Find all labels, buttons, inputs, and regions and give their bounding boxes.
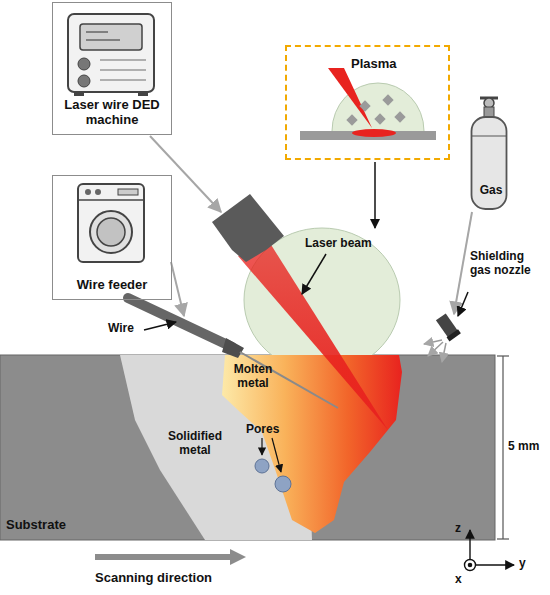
substrate [0, 355, 495, 540]
feeder-icon [95, 189, 101, 195]
plasma-inset [346, 114, 357, 125]
machine-icon [100, 69, 146, 71]
scan-arrow [95, 554, 232, 560]
molten-label: Molten metal [222, 363, 284, 391]
wire-label: Wire [108, 322, 134, 336]
machine-icon [86, 31, 108, 33]
substrate [222, 355, 402, 533]
laser-head [212, 194, 284, 262]
scan-arrow [230, 549, 246, 565]
wire [222, 338, 244, 358]
feeder-icon [118, 189, 138, 195]
plasma-inset [328, 68, 372, 128]
dimension-line [497, 356, 509, 539]
plasma-inset [394, 111, 405, 122]
node-label: Plasma [351, 57, 442, 72]
leader-lines [302, 254, 326, 294]
machine-box: Laser wire DED machine [52, 2, 172, 135]
feeder-box: Wire feeder [52, 175, 172, 300]
feeder-icon [85, 189, 91, 195]
cylinder-band [472, 135, 506, 136]
axes [465, 530, 515, 571]
plasma-inset [374, 113, 385, 124]
gas-nozzle [442, 343, 446, 362]
leader-lines [272, 438, 281, 472]
gas-nozzle [435, 313, 461, 342]
leader-lines [144, 136, 472, 472]
plasma-inset [382, 94, 393, 105]
leader-lines [374, 162, 376, 228]
substrate [275, 476, 291, 492]
machine-icon [138, 92, 148, 96]
laser-head [212, 194, 388, 430]
plasma-inset [346, 94, 405, 125]
feeder-icon [78, 184, 144, 262]
feeder-icon [78, 199, 144, 201]
substrate [255, 459, 269, 473]
dimension-text: 5 mm [508, 440, 539, 454]
leader-lines [261, 438, 262, 455]
axis-label: z [455, 522, 461, 536]
scan-arrow [95, 549, 246, 565]
wire [128, 298, 232, 347]
machine-icon [80, 24, 142, 50]
leader-lines [171, 262, 184, 316]
machine-icon [100, 79, 146, 81]
plasma-inset [300, 68, 436, 179]
nozzle-label: Shielding gas nozzle [470, 250, 546, 278]
leader-lines [150, 136, 221, 212]
substrate [0, 355, 495, 540]
machine-icon [68, 14, 154, 92]
solid-label: Solidified metal [158, 430, 232, 458]
dimension-line [497, 538, 509, 539]
node-label: Wire feeder [59, 278, 165, 293]
axes [476, 564, 514, 565]
gas-nozzle [424, 313, 461, 362]
gas-nozzle [447, 329, 461, 341]
dimension-line [497, 355, 509, 356]
leader-lines [454, 212, 472, 314]
pores-label: Pores [246, 423, 279, 437]
machine-icon [86, 39, 120, 41]
feeder-icon [78, 184, 144, 262]
beam-label: Laser beam [305, 237, 372, 251]
axis-label: y [519, 557, 526, 571]
gas-nozzle [424, 340, 442, 344]
axis-label: x [455, 573, 462, 587]
machine-icon [100, 59, 146, 61]
feeder-icon [90, 211, 132, 253]
plasma-inset [352, 129, 396, 137]
leader-lines [458, 292, 468, 316]
machine-icon [74, 92, 84, 96]
machine-icon [78, 75, 90, 87]
machine-icon [68, 14, 154, 96]
machine-icon [78, 58, 90, 70]
leader-lines [144, 322, 176, 330]
node-label: Laser wire DED machine [59, 98, 165, 128]
feeder-icon [97, 218, 125, 246]
dimension-line [502, 356, 503, 539]
axes [469, 530, 470, 559]
laser-head [238, 240, 388, 430]
gas-cylinder: Gas [470, 92, 512, 210]
substrate-label: Substrate [6, 518, 66, 533]
plasma-inset [359, 100, 370, 111]
axes [468, 563, 471, 566]
inset-box: Plasma [285, 45, 450, 160]
scan-label: Scanning direction [95, 571, 212, 586]
gas-nozzle [428, 342, 443, 356]
axes [465, 560, 476, 571]
node-label: Gas [470, 184, 512, 198]
